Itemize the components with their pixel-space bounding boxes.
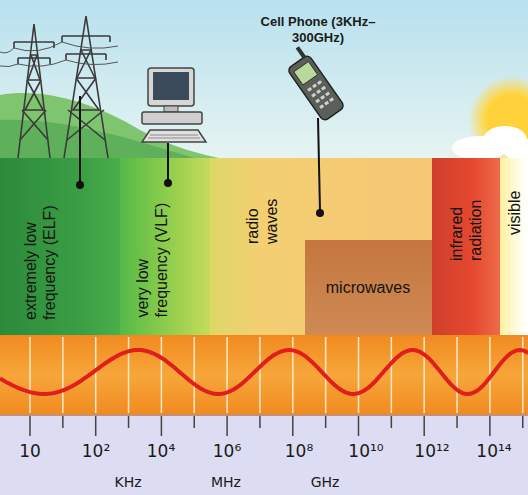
axis-tick (292, 416, 294, 436)
axis-line (0, 415, 528, 416)
axis-value: 10¹⁰ (348, 441, 383, 461)
axis-unit: KHz (114, 474, 141, 491)
axis-tick (489, 416, 491, 436)
axis-value: 10¹² (414, 441, 449, 461)
axis-tick (194, 416, 196, 428)
strip-line (95, 337, 97, 413)
spectrum-band: very low frequency (VLF) (120, 158, 210, 335)
axis-tick (358, 416, 360, 436)
strip-line (62, 337, 64, 413)
axis-unit: MHz (211, 474, 241, 491)
leader-dot (76, 179, 324, 217)
axis-value: 10⁸ (285, 441, 313, 461)
band-label: very low frequency (VLF) (133, 193, 171, 318)
strip-line (226, 337, 228, 413)
axis-tick (95, 416, 97, 436)
cell-phone (280, 45, 345, 122)
axis-tick (128, 416, 130, 428)
spectrum-band: infrared radiation (432, 158, 500, 335)
axis-tick (391, 416, 393, 428)
strip-line (128, 337, 130, 413)
power-tower (62, 16, 110, 158)
wave-strip (0, 335, 528, 415)
power-tower (14, 24, 54, 158)
axis-tick (29, 416, 31, 436)
power-wire (0, 42, 118, 67)
band-label: visible (505, 175, 524, 235)
axis-unit: GHz (311, 474, 340, 491)
axis-value: 10⁴ (147, 441, 175, 461)
strip-line (423, 337, 425, 413)
axis-tick (161, 416, 163, 436)
spectrum-band: visible (500, 158, 528, 335)
hill (0, 93, 230, 160)
band-label: infrared radiation (447, 171, 485, 261)
callout-title: Cell Phone (3KHz–300GHz) (258, 14, 378, 46)
strip-line (161, 337, 163, 413)
cloud (452, 126, 528, 161)
sine-wave (0, 350, 528, 394)
strip-lines (0, 337, 528, 413)
band-label: extremely low frequency (ELF) (21, 170, 59, 320)
strip-line (391, 337, 393, 413)
axis-tick (423, 416, 425, 436)
axis-tick (325, 416, 327, 428)
strip-line (259, 337, 261, 413)
axis-tick (226, 416, 228, 436)
axis-value: 10² (82, 441, 110, 461)
spectrum-band: radio waves microwaves (210, 158, 432, 335)
strip-line (456, 337, 458, 413)
computer (142, 68, 206, 142)
axis-value: 10 (19, 441, 41, 461)
band-label: radio waves (243, 184, 281, 244)
spectrum-band: microwaves (305, 240, 432, 335)
axis-tick (259, 416, 261, 428)
spectrum-band: extremely low frequency (ELF) (0, 158, 120, 335)
sky (0, 0, 528, 160)
axis-value: 10⁶ (213, 441, 241, 461)
band-label: microwaves (313, 278, 423, 297)
axis-tick (522, 416, 524, 428)
strip-line (29, 337, 31, 413)
strip-line (194, 337, 196, 413)
axis-tick (456, 416, 458, 428)
axis-tick (62, 416, 64, 428)
strip-line (358, 337, 360, 413)
axis-value: 10¹⁴ (476, 441, 511, 461)
axis-ticks (0, 416, 528, 436)
leader-line (80, 96, 320, 211)
axis-strip (0, 415, 528, 495)
